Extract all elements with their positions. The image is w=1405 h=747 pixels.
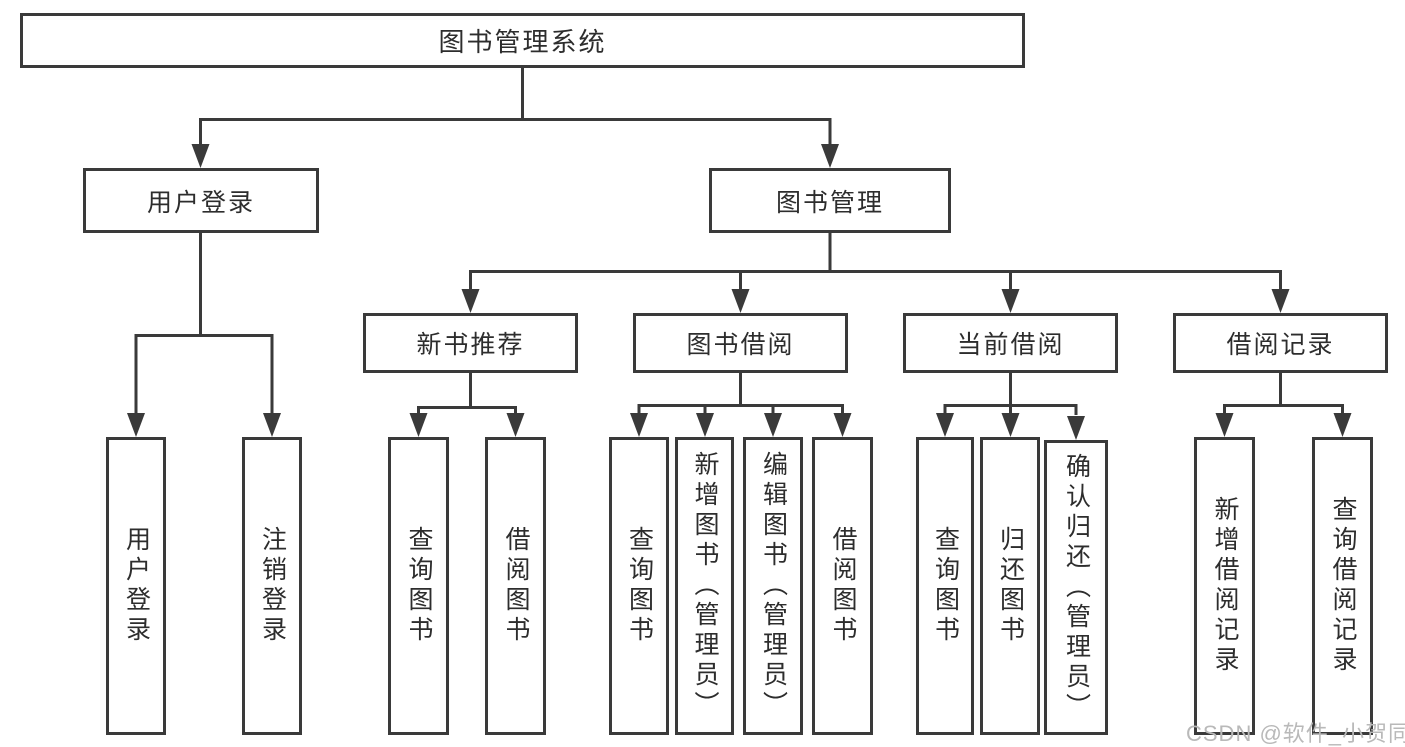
node-book-management-branch: 图书管理 (709, 168, 951, 233)
leaf-edit-books-admin: 编辑图书（管理员） (743, 437, 803, 735)
node-book-borrow: 图书借阅 (633, 313, 848, 373)
connector-userlogin-to-leaves (134, 231, 274, 414)
leaf-borrow-books-borrow: 借阅图书 (812, 437, 873, 735)
leaf-query-books-current: 查询图书 (916, 437, 974, 735)
connector-bookmgmt-to-sections (469, 231, 1282, 291)
leaf-query-books-borrow: 查询图书 (609, 437, 669, 735)
connector-records-to-leaves (1223, 371, 1344, 415)
leaf-user-login: 用户登录 (106, 437, 166, 735)
leaf-add-books-admin: 新增图书（管理员） (675, 437, 734, 735)
node-new-book-recommend: 新书推荐 (363, 313, 578, 373)
node-user-login-branch: 用户登录 (83, 168, 319, 233)
connector-borrow-to-leaves (637, 371, 844, 415)
leaf-borrow-books-newbooks: 借阅图书 (485, 437, 546, 735)
arrowheads (127, 144, 1352, 440)
csdn-watermark: CSDN @软件_小贺同学 (1186, 721, 1405, 746)
leaf-logout: 注销登录 (242, 437, 302, 735)
node-current-borrow: 当前借阅 (903, 313, 1118, 373)
leaf-query-books-newbooks: 查询图书 (388, 437, 449, 735)
connector-root-to-level1 (199, 66, 832, 146)
connector-current-to-leaves (943, 371, 1078, 415)
leaf-add-borrow-record: 新增借阅记录 (1194, 437, 1255, 735)
connector-newbooks-to-leaves (417, 371, 517, 415)
node-root: 图书管理系统 (20, 13, 1025, 68)
leaf-confirm-return-admin: 确认归还（管理员） (1044, 440, 1108, 735)
leaf-return-books: 归还图书 (980, 437, 1040, 735)
node-borrow-records: 借阅记录 (1173, 313, 1388, 373)
leaf-query-borrow-record: 查询借阅记录 (1312, 437, 1373, 735)
